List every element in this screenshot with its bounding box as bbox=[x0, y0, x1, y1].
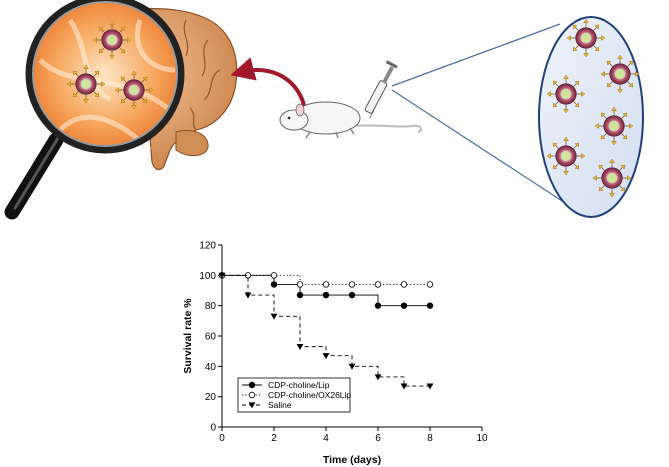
x-axis: 0 2 4 6 8 10 bbox=[219, 426, 488, 444]
legend-label: CDP-choline/Lip bbox=[268, 380, 330, 390]
data-point bbox=[374, 302, 382, 309]
zoom-line-top bbox=[391, 23, 561, 87]
data-point bbox=[244, 292, 252, 299]
x-tick-label: 0 bbox=[219, 433, 225, 444]
y-tick-label: 80 bbox=[205, 301, 217, 312]
magnifying-glass-icon bbox=[4, 0, 185, 220]
legend-marker bbox=[248, 381, 256, 389]
data-point bbox=[296, 344, 304, 351]
x-tick-label: 8 bbox=[427, 433, 433, 444]
data-point bbox=[426, 302, 434, 309]
mouse-icon bbox=[279, 101, 422, 139]
x-tick-label: 10 bbox=[476, 433, 488, 444]
data-point bbox=[296, 281, 304, 288]
data-point bbox=[374, 281, 382, 288]
legend-marker bbox=[248, 391, 256, 399]
y-tick-label: 40 bbox=[205, 362, 217, 373]
data-point bbox=[348, 363, 356, 370]
series-line bbox=[222, 274, 430, 387]
legend-label: CDP-choline/OX26Lip bbox=[268, 390, 351, 400]
red-arrow-icon bbox=[230, 57, 307, 111]
x-tick-label: 4 bbox=[323, 433, 329, 444]
data-point bbox=[322, 291, 330, 299]
data-point bbox=[400, 302, 408, 309]
series-cdp-choline-lip bbox=[218, 272, 434, 309]
data-point bbox=[426, 281, 434, 288]
data-point bbox=[270, 313, 278, 320]
data-point bbox=[348, 291, 356, 299]
data-point bbox=[270, 281, 278, 288]
survival-chart: 0 20 40 60 80 100 120 0 2 4 6 8 10 CDP-choline/LipC… bbox=[182, 241, 488, 467]
y-tick-label: 120 bbox=[199, 241, 216, 252]
series-line bbox=[222, 274, 430, 307]
y-tick-label: 20 bbox=[205, 392, 217, 403]
series-saline bbox=[218, 272, 434, 390]
x-axis-title: Time (days) bbox=[323, 454, 381, 466]
y-tick-label: 100 bbox=[199, 271, 216, 282]
liposome-zoom-ellipse bbox=[538, 16, 644, 218]
series-cdp-choline-ox26lip bbox=[218, 272, 434, 288]
data-point bbox=[270, 272, 278, 279]
data-point bbox=[322, 281, 330, 288]
data-point bbox=[374, 374, 382, 381]
legend-marker bbox=[248, 402, 256, 409]
y-axis-title: Survival rate % bbox=[182, 298, 194, 374]
data-point bbox=[348, 281, 356, 288]
experiment-illustration bbox=[4, 0, 644, 220]
y-tick-label: 0 bbox=[210, 423, 216, 434]
data-point bbox=[218, 272, 226, 279]
series-layer bbox=[218, 272, 434, 390]
y-axis: 0 20 40 60 80 100 120 bbox=[199, 241, 223, 434]
data-point bbox=[400, 281, 408, 288]
data-point bbox=[426, 383, 434, 390]
x-tick-label: 6 bbox=[375, 433, 381, 444]
data-point bbox=[322, 353, 330, 360]
x-tick-label: 2 bbox=[271, 433, 277, 444]
zoom-line-bottom bbox=[391, 89, 583, 215]
syringe-icon bbox=[364, 60, 398, 119]
data-point bbox=[400, 383, 408, 390]
data-point bbox=[296, 291, 304, 299]
legend-label: Saline bbox=[268, 400, 292, 410]
y-tick-label: 60 bbox=[205, 332, 217, 343]
